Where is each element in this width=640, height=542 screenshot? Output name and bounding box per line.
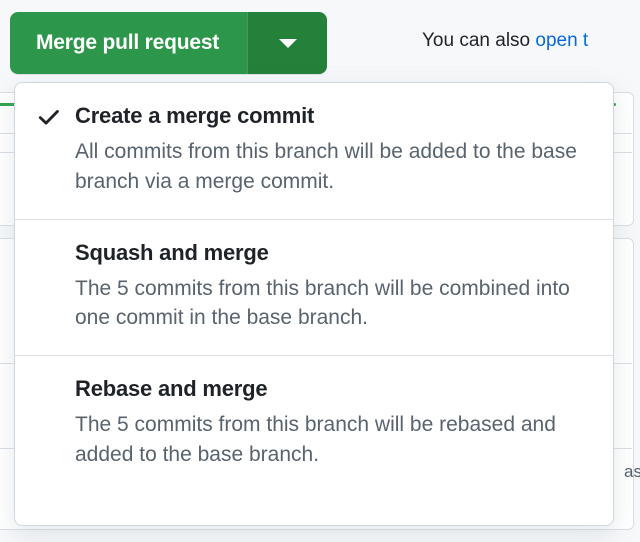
menu-item-description: The 5 commits from this branch will be c… (75, 276, 570, 330)
merge-helper-text: You can also open t (422, 30, 588, 52)
menu-item-squash-and-merge[interactable]: Squash and merge The 5 commits from this… (15, 218, 613, 356)
menu-item-description: All commits from this branch will be add… (75, 140, 577, 193)
merge-method-menu[interactable]: Create a merge commit All commits from t… (14, 82, 614, 526)
menu-item-header: Rebase and merge (37, 376, 591, 402)
menu-item-description: The 5 commits from this branch will be r… (75, 413, 556, 466)
menu-item-create-merge-commit[interactable]: Create a merge commit All commits from t… (15, 83, 613, 219)
menu-item-header: Create a merge commit (37, 103, 591, 129)
open-terminal-link[interactable]: open t (535, 30, 589, 51)
merge-pull-request-button[interactable]: Merge pull request (10, 12, 248, 74)
background-cutoff-text: as (624, 462, 640, 481)
check-icon (37, 103, 75, 129)
menu-item-title: Squash and merge (75, 239, 269, 265)
check-icon-placeholder (37, 240, 75, 242)
merge-helper-prefix: You can also (422, 30, 536, 51)
menu-item-header: Squash and merge (37, 240, 591, 266)
menu-item-rebase-and-merge[interactable]: Rebase and merge The 5 commits from this… (15, 355, 613, 492)
chevron-down-icon (278, 38, 297, 48)
merge-button-group[interactable]: Merge pull request (10, 12, 328, 74)
menu-item-title: Rebase and merge (75, 376, 268, 402)
menu-item-title: Create a merge commit (75, 103, 315, 128)
check-icon-placeholder (37, 376, 75, 378)
merge-method-dropdown-toggle[interactable] (247, 12, 328, 74)
